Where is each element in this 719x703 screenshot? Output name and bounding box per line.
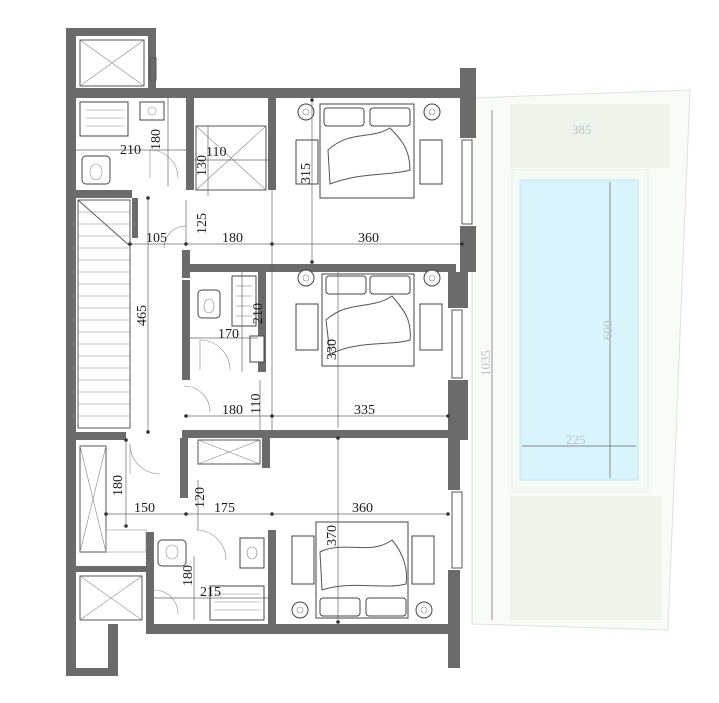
dimension-tick — [336, 620, 340, 624]
pool-area: 385 600 225 1035 — [471, 89, 691, 631]
dim-stair-length: 465 — [135, 305, 150, 326]
dimension-tick — [310, 260, 314, 264]
dimension-tick — [460, 242, 464, 246]
dimension-ticks — [104, 98, 464, 624]
dimension-tick — [446, 414, 450, 418]
swimming-pool — [519, 179, 639, 481]
dimension-tick — [146, 430, 150, 434]
dimension-tick — [446, 512, 450, 516]
dim-corridor-mid-width: 180 — [222, 403, 243, 418]
garden-width-dim: 385 — [572, 122, 592, 137]
dim-lobby-gap: 120 — [193, 487, 208, 508]
dimension-tick — [124, 524, 128, 528]
dimension-tick — [184, 512, 188, 516]
dimension-tick — [128, 242, 132, 246]
dim-bed3-depth: 370 — [325, 525, 340, 546]
dimension-labels: 210 180 110 130 315 125 105 180 360 465 … — [111, 129, 379, 600]
dimension-tick — [310, 98, 314, 102]
dim-shaft-height: 130 — [195, 155, 210, 176]
walls — [66, 28, 476, 676]
dimension-tick — [184, 414, 188, 418]
dimension-tick — [146, 196, 150, 200]
dim-lobby-depth: 180 — [111, 475, 126, 496]
dim-bed1-depth: 315 — [299, 163, 314, 184]
garden-bottom — [510, 496, 662, 620]
dimension-tick — [270, 512, 274, 516]
staircase — [77, 199, 131, 429]
bed-room-1 — [295, 103, 443, 199]
dim-bath-bottom-width: 215 — [200, 585, 221, 600]
dim-corridor-mid-gap: 110 — [249, 394, 264, 414]
dim-shaft-width: 110 — [206, 145, 226, 160]
bed-room-2 — [295, 269, 443, 367]
dim-bath-bottom-depth: 180 — [181, 565, 196, 586]
dimension-tick — [336, 436, 340, 440]
terrace-length-dim: 1035 — [478, 350, 493, 376]
dim-bath-top-width: 210 — [120, 143, 141, 158]
dim-bed2-depth: 330 — [325, 339, 340, 360]
dim-bath-top-depth: 180 — [149, 129, 164, 150]
dimension-tick — [124, 438, 128, 442]
dimension-tick — [184, 242, 188, 246]
dim-hall-mid-width: 180 — [222, 231, 243, 246]
dim-bath-mid-depth: 210 — [251, 303, 266, 324]
dim-hall-width: 105 — [146, 231, 167, 246]
dimension-tick — [104, 512, 108, 516]
windows — [149, 57, 473, 569]
pool-length-dim: 600 — [600, 321, 615, 341]
dim-bed2-width: 335 — [354, 403, 375, 418]
pool-width-dim: 225 — [566, 432, 586, 447]
dimension-tick — [270, 414, 274, 418]
garden-top — [510, 104, 670, 168]
dim-bed3-width: 360 — [352, 501, 373, 516]
bathroom-fixtures — [79, 101, 265, 621]
dim-bed1-width: 360 — [358, 231, 379, 246]
bed-room-3 — [291, 521, 435, 619]
dim-lobby-width: 150 — [134, 501, 155, 516]
dim-closet-width: 175 — [214, 501, 235, 516]
dimension-tick — [270, 242, 274, 246]
dim-bath-mid-width: 170 — [218, 327, 239, 342]
dim-corridor-gap: 125 — [195, 213, 210, 234]
